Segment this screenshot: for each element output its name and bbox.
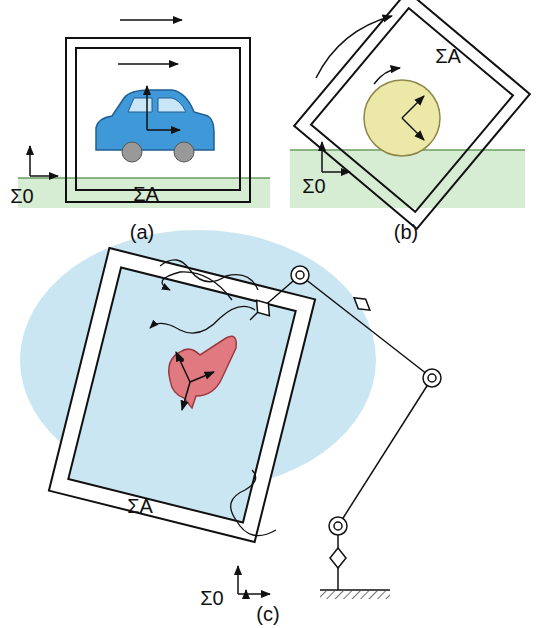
- frame-label: ΣA: [133, 184, 159, 204]
- panel-label: (c): [256, 604, 279, 624]
- panel-label: (a): [130, 222, 154, 242]
- frame-label: Σ0: [302, 176, 326, 196]
- frame-label: ΣA: [127, 496, 153, 516]
- panel-label: (b): [394, 222, 418, 242]
- frame-label: ΣA: [435, 46, 461, 66]
- frame-label: Σ0: [200, 588, 224, 608]
- frame-label: Σ0: [10, 186, 34, 206]
